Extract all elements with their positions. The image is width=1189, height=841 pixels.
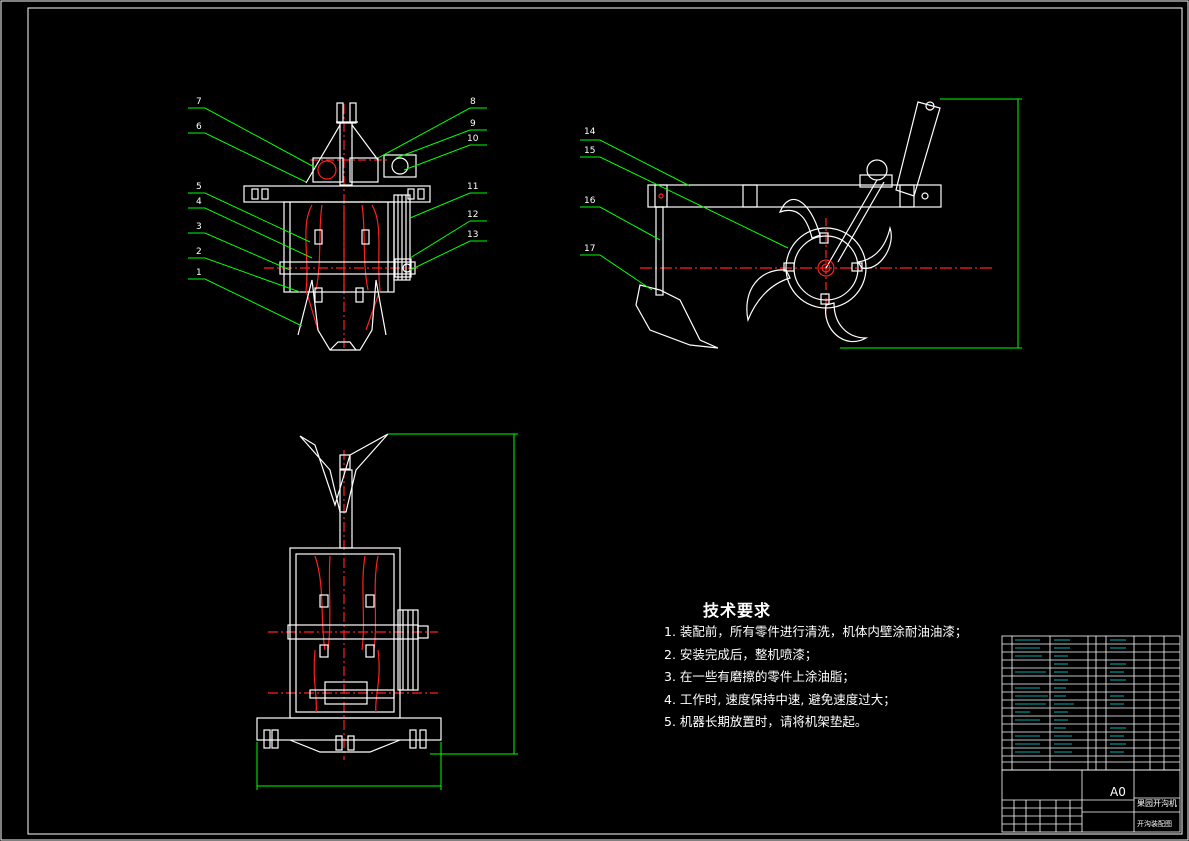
parts-list: [1001, 635, 1181, 771]
tech-item-1: 1. 装配前，所有零件进行清洗，机体内壁涂耐油油漆；: [664, 624, 968, 639]
drawing-subtitle: 开沟装配图: [1137, 820, 1172, 828]
tech-item-5: 5. 机器长期放置时，请将机架垫起。: [664, 714, 868, 729]
parts-list-fill: [1015, 639, 1126, 753]
technical-requirements-title: 技术要求: [703, 601, 772, 620]
front-callout-labels: 7 6 5 4 3 2 1 8 9 10 11 12 13: [196, 97, 479, 278]
side-dimension: [840, 98, 1022, 349]
callout-12: 12: [467, 210, 478, 220]
title-block: [1001, 769, 1181, 833]
drawing-name: 果园开沟机: [1137, 799, 1177, 808]
callout-15: 15: [584, 146, 595, 156]
tech-item-4: 4. 工作时, 速度保持中速, 避免速度过大；: [664, 691, 896, 707]
callout-8: 8: [470, 97, 476, 107]
callout-4: 4: [196, 197, 202, 207]
front-view: [243, 102, 431, 351]
callout-10: 10: [467, 134, 479, 144]
callout-13: 13: [467, 230, 478, 240]
callout-3: 3: [196, 222, 202, 232]
callout-14: 14: [584, 127, 596, 137]
callout-5: 5: [196, 182, 202, 192]
side-callout-labels: 14 15 16 17: [584, 127, 596, 254]
top-dimension: [256, 433, 518, 790]
sheet-size: A0: [1110, 785, 1126, 799]
callout-1: 1: [196, 268, 202, 278]
top-view: [256, 433, 442, 760]
tech-item-3: 3. 在一些有磨擦的零件上涂油脂；: [664, 669, 855, 684]
front-leaders: [188, 107, 487, 327]
callout-2: 2: [196, 247, 202, 257]
callout-16: 16: [584, 196, 596, 206]
side-leaders: [580, 139, 789, 291]
side-view: [635, 101, 995, 349]
tech-item-2: 2. 安装完成后，整机喷漆；: [664, 646, 818, 662]
callout-17: 17: [584, 244, 595, 254]
callout-7: 7: [196, 97, 202, 107]
technical-requirements-list: 1. 装配前，所有零件进行清洗，机体内壁涂耐油油漆； 2. 安装完成后，整机喷漆…: [664, 621, 967, 734]
callout-6: 6: [196, 122, 202, 132]
callout-11: 11: [467, 182, 478, 192]
sheet-inner-border: [27, 7, 1183, 835]
callout-9: 9: [470, 119, 476, 129]
